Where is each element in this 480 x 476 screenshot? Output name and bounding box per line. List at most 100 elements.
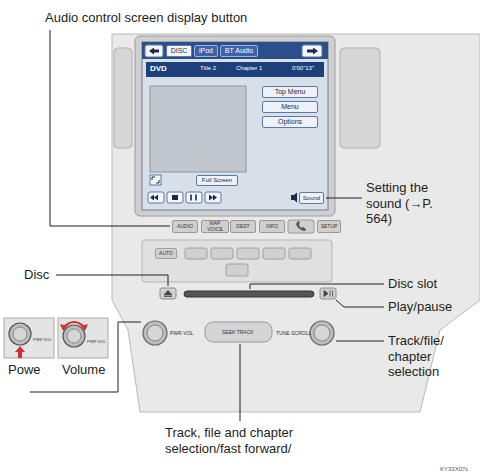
leader-line xyxy=(50,30,170,226)
callout-label: Track, file and chapter selection/fast f… xyxy=(165,425,325,456)
leader-line xyxy=(336,300,384,307)
eject-button xyxy=(160,288,176,299)
callout-label: Track/file/ chapter selection xyxy=(388,333,468,380)
phone-button xyxy=(288,220,314,233)
button-label: INFO xyxy=(266,224,278,229)
callout-label: Audio control screen display button xyxy=(45,10,247,26)
label-holder: Track, file and chapter selection/fast f… xyxy=(165,425,325,456)
screen-text: Title 2 xyxy=(200,65,216,72)
phone-symbol xyxy=(296,221,306,231)
climate-button xyxy=(226,264,248,276)
leader-line xyxy=(240,344,241,421)
label-holder: Setting the sound (→P. 564) xyxy=(366,180,446,227)
climate-panel xyxy=(142,240,332,282)
button-label: Sound xyxy=(303,195,320,201)
rewind-button xyxy=(148,192,164,203)
knob-cap xyxy=(13,327,27,341)
panel-marking: PWR·VOL xyxy=(170,330,193,336)
disc-slot xyxy=(184,291,314,297)
panel-marking: PWR·VOL xyxy=(33,338,52,343)
inset-knob xyxy=(63,325,85,347)
screen-button: Full Screen xyxy=(196,175,238,186)
bracket-line xyxy=(30,322,141,392)
button-label: DISC xyxy=(171,47,188,54)
callout-label: Volume xyxy=(62,362,105,378)
panel-marking: TUNE·SCROLL xyxy=(276,330,311,336)
eject-symbol xyxy=(164,291,172,297)
callout-label: Setting the sound (→P. 564) xyxy=(366,180,446,227)
label-holder: Track/file/ chapter selection xyxy=(388,333,468,380)
tune-scroll-knob xyxy=(310,321,334,345)
screen xyxy=(142,42,328,210)
button-label: Top Menu xyxy=(275,88,306,95)
climate-button xyxy=(237,248,259,259)
leader-line xyxy=(250,284,384,289)
source-tab: BT Audio xyxy=(220,45,258,57)
button-label: SETUP xyxy=(321,224,338,229)
leader-line xyxy=(326,198,362,199)
pause-symbol xyxy=(191,195,196,201)
arrow-symbol xyxy=(149,48,159,55)
leader-lines xyxy=(30,30,384,421)
rewind-symbol xyxy=(150,195,158,201)
callout-label: Powe xyxy=(8,362,41,378)
label-holder: TUNE·SCROLL xyxy=(276,330,311,336)
screen-button: Top Menu xyxy=(262,86,318,98)
source-tab: iPod xyxy=(194,45,218,57)
panel-marking: PWR·VOL xyxy=(87,340,106,345)
label-holder: Disc xyxy=(24,267,49,283)
screen-text: Chapter 1 xyxy=(236,65,262,72)
climate-button: AUTO xyxy=(155,248,177,259)
label-holder: Play/pause xyxy=(388,299,452,315)
panel-button: AUDIO xyxy=(172,220,198,233)
full-screen-icon xyxy=(150,175,161,185)
button-label: iPod xyxy=(199,47,213,54)
button-label: BT Audio xyxy=(225,47,253,54)
air-vent xyxy=(114,48,132,148)
stop-button xyxy=(167,192,183,203)
right-arrow-button xyxy=(302,45,322,57)
button-label: Options xyxy=(278,118,302,125)
panel-button: MAP VOICE xyxy=(201,220,229,233)
power-volume-knob xyxy=(143,321,167,345)
inset-knob xyxy=(9,323,31,345)
panel-button: DEST xyxy=(230,220,256,233)
screen-button: Menu xyxy=(262,101,318,113)
screen-frame xyxy=(135,36,335,216)
sound-button: Sound xyxy=(299,192,324,204)
label-holder: DVD xyxy=(150,64,167,74)
turn-arrowheads xyxy=(60,324,88,331)
leader-line xyxy=(56,275,168,286)
label-holder: SEEK TRACK xyxy=(222,329,254,335)
button-label: Menu xyxy=(281,103,299,110)
label-holder: Disc slot xyxy=(388,276,437,292)
power-inset xyxy=(4,318,54,358)
label-holder: Audio control screen display button xyxy=(45,10,247,26)
knob-cap xyxy=(147,325,163,341)
pause-button xyxy=(186,192,202,203)
tab-bar xyxy=(142,42,328,59)
label-holder: Powe xyxy=(8,362,41,378)
figure-code: KY33X07c xyxy=(440,466,468,473)
climate-button xyxy=(185,248,207,259)
arrow-symbol xyxy=(307,48,318,55)
knob-cap xyxy=(314,325,330,341)
label-holder: PWR·VOL xyxy=(87,340,106,345)
label-holder: Title 2 xyxy=(200,65,216,72)
panel-button: INFO xyxy=(259,220,285,233)
stop-symbol xyxy=(172,195,178,200)
left-arrow-button xyxy=(145,45,163,57)
label-holder: KY33X07c xyxy=(440,466,468,473)
play-pause-symbol xyxy=(324,291,333,297)
button-label: AUTO xyxy=(159,251,173,256)
speaker-icon xyxy=(291,193,297,203)
button-label: Full Screen xyxy=(202,177,232,183)
climate-button xyxy=(289,248,311,259)
forward-symbol xyxy=(209,195,217,201)
forward-button xyxy=(205,192,221,203)
turn-arrow xyxy=(63,322,85,328)
climate-button xyxy=(211,248,233,259)
source-tab: DISC xyxy=(166,45,192,57)
label-holder: PWR·VOL xyxy=(33,338,52,343)
